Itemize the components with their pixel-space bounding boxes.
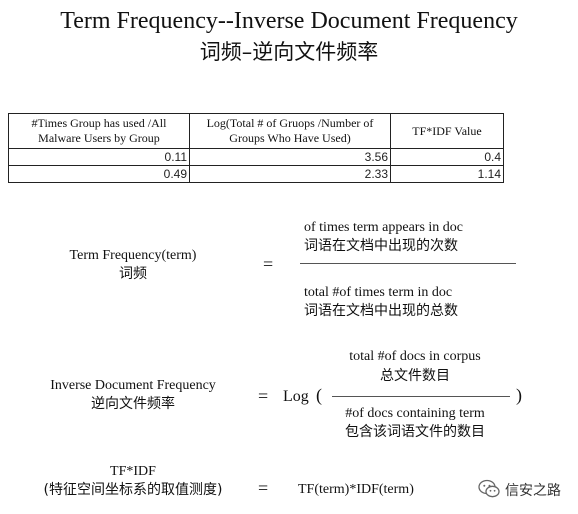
tf-denominator-zh: 词语在文档中出现的总数 — [304, 303, 458, 319]
tf-fraction-bar — [300, 263, 516, 264]
idf-numerator-en: total #of docs in corpus — [349, 349, 481, 364]
table-row: 0.49 2.33 1.14 — [8, 165, 504, 183]
tf-numerator-zh: 词语在文档中出现的次数 — [304, 238, 458, 254]
tf-equals: = — [263, 254, 274, 274]
table-cell: 0.4 — [390, 148, 504, 166]
column-header: TF*IDF Value — [390, 113, 504, 149]
tf-denominator-en: total #of times term in doc — [304, 285, 453, 300]
tfidf-label-zh: (特征空间坐标系的取值测度) — [43, 482, 223, 498]
idf-open-paren: ( — [316, 385, 322, 405]
table-cell: 0.11 — [8, 148, 190, 166]
table-header-row: #Times Group has used /All Malware Users… — [8, 113, 504, 149]
watermark-text: 信安之路 — [505, 483, 561, 499]
table-cell: 1.14 — [390, 165, 504, 183]
tf-label-zh: 词频 — [119, 266, 147, 282]
wechat-icon — [478, 479, 500, 499]
idf-equals: = — [258, 386, 269, 406]
table-cell: 3.56 — [189, 148, 391, 166]
idf-denominator-en: #of docs containing term — [345, 406, 485, 421]
idf-label-zh: 逆向文件频率 — [91, 396, 175, 412]
tfidf-label-en: TF*IDF — [110, 464, 156, 479]
tfidf-formula: TF(term)*IDF(term) — [298, 482, 414, 497]
idf-denominator-zh: 包含该词语文件的数目 — [345, 424, 485, 440]
page-title-chinese: 词频–逆向文件频率 — [199, 40, 379, 64]
table-cell: 2.33 — [189, 165, 391, 183]
tfidf-equals: = — [258, 478, 269, 498]
idf-fraction-bar — [332, 396, 510, 397]
table-cell: 0.49 — [8, 165, 190, 183]
page-title: Term Frequency--Inverse Document Frequen… — [60, 8, 518, 34]
tf-numerator-en: of times term appears in doc — [304, 220, 464, 235]
tfidf-table: #Times Group has used /All Malware Users… — [8, 113, 504, 183]
column-header: #Times Group has used /All Malware Users… — [8, 113, 190, 149]
idf-log: Log — [283, 388, 309, 405]
column-header: Log(Total # of Gruops /Number of Groups … — [189, 113, 391, 149]
idf-close-paren: ) — [516, 385, 522, 405]
idf-label-en: Inverse Document Frequency — [50, 378, 216, 393]
table-row: 0.11 3.56 0.4 — [8, 148, 504, 166]
tf-label-en: Term Frequency(term) — [69, 248, 197, 263]
idf-numerator-zh: 总文件数目 — [380, 368, 450, 384]
